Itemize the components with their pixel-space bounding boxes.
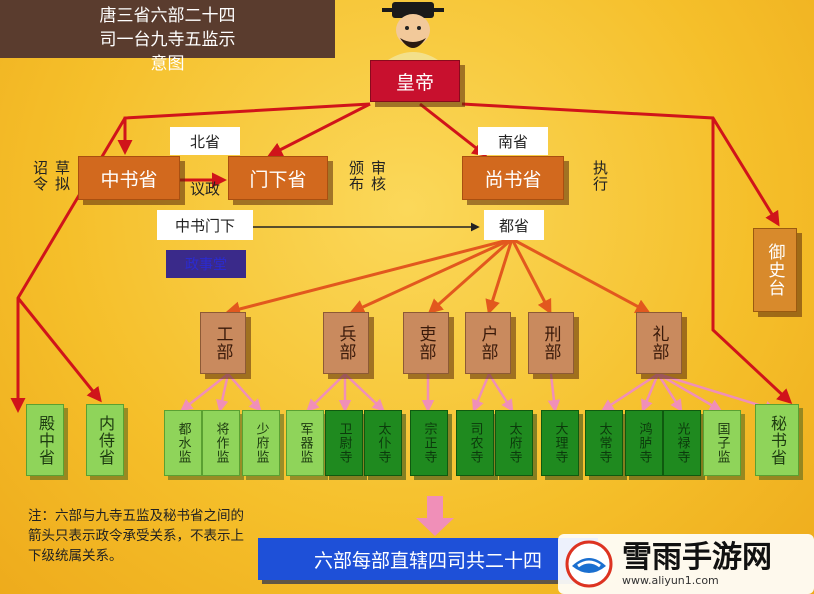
office-label: 大理寺: [552, 422, 568, 464]
office-box: 少府监: [242, 410, 280, 476]
office-label: 司农寺: [467, 422, 483, 464]
zhaoling-text: 诏令: [31, 160, 49, 192]
ministry-box: 礼部: [636, 312, 682, 374]
ministry-box: 户部: [465, 312, 511, 374]
office-box: 太常寺: [585, 410, 623, 476]
dusheng-label: 都省: [498, 216, 529, 235]
office-label: 鸿胪寺: [636, 422, 652, 464]
arrow-to-mishu: [711, 118, 793, 405]
bei-sheng-label: 北省: [170, 127, 240, 155]
office-box: 司农寺: [456, 410, 494, 476]
ministry-label: 礼部: [648, 325, 669, 361]
diagram-title: 唐三省六部二十四司一台九寺五监示意图: [0, 0, 335, 74]
office-box: 鸿胪寺: [625, 410, 663, 476]
bottom-banner: 六部每部直辖四司共二十四: [258, 538, 598, 580]
office-label: 宗正寺: [421, 422, 437, 464]
dusheng-box: 都省: [484, 210, 544, 240]
watermark-name: 雪雨手游网: [622, 539, 772, 575]
office-box: 将作监: [202, 410, 240, 476]
office-label: 太常寺: [596, 422, 612, 464]
arrow-to-neishi: [16, 297, 102, 403]
zhengshitang-label: 政事堂: [185, 257, 227, 273]
watermark-logo-icon: [565, 540, 613, 588]
office-box: 宗正寺: [410, 410, 448, 476]
banbu-text: 颁布: [347, 160, 365, 192]
zhengshitang-box: 政事堂: [166, 250, 246, 278]
emperor-box: 皇帝: [370, 60, 460, 102]
watermark: 雪雨手游网 www.aliyun1.com: [558, 534, 814, 594]
ministry-box: 吏部: [403, 312, 449, 374]
arrow-to-shangshu: [419, 102, 488, 157]
ministry-box: 刑部: [528, 312, 574, 374]
office-label: 光禄寺: [674, 422, 690, 464]
menxia-box: 门下省: [228, 156, 328, 200]
ministry-label: 兵部: [335, 325, 356, 361]
nan-sheng-text: 南省: [497, 132, 528, 151]
office-box: 殿中省: [26, 404, 64, 476]
zhongshu-menxia-label: 中书门下: [174, 216, 235, 235]
office-label: 国子监: [714, 422, 730, 464]
yizheng-text: 议政: [190, 180, 221, 198]
shangshu-box: 尚书省: [462, 156, 564, 200]
office-label: 将作监: [213, 422, 229, 464]
arrow-to-menxia: [267, 102, 371, 157]
office-box: 国子监: [703, 410, 741, 476]
bei-sheng-text: 北省: [189, 132, 220, 151]
office-label: 军器监: [297, 422, 313, 464]
ministry-label: 户部: [477, 325, 498, 361]
yushitai-box: 御史台: [753, 228, 797, 312]
office-box: 军器监: [286, 410, 324, 476]
office-box: 太府寺: [495, 410, 533, 476]
banner-text: 六部每部直辖四司共二十四: [313, 549, 542, 572]
office-box: 光禄寺: [663, 410, 701, 476]
footnote: 注：六部与九寺五监及秘书省之间的箭头只表示政令承受关系，不表示上下级统属关系。: [28, 508, 244, 564]
ministry-box: 工部: [200, 312, 246, 374]
zhongshu-label: 中书省: [100, 168, 158, 191]
zhongshu-box: 中书省: [78, 156, 180, 200]
ministry-box: 兵部: [323, 312, 369, 374]
office-label: 殿中省: [36, 414, 55, 466]
office-box: 秘书省: [755, 404, 799, 476]
menxia-label: 门下省: [249, 168, 307, 191]
caoni-text: 草拟: [53, 160, 71, 192]
office-label: 太仆寺: [375, 422, 391, 464]
office-label: 秘书省: [768, 414, 787, 466]
office-box: 内侍省: [86, 404, 124, 476]
nan-sheng-label: 南省: [478, 127, 548, 155]
emperor-label: 皇帝: [395, 71, 434, 94]
office-label: 都水监: [175, 422, 191, 464]
shangshu-label: 尚书省: [484, 168, 542, 191]
watermark-url: www.aliyun1.com: [622, 573, 719, 587]
ministry-label: 刑部: [540, 325, 561, 361]
ministry-label: 吏部: [415, 325, 436, 361]
arrow-to-zhongshu: [117, 102, 371, 155]
office-box: 卫尉寺: [325, 410, 363, 476]
office-box: 大理寺: [541, 410, 579, 476]
office-label: 太府寺: [506, 422, 522, 464]
office-box: 都水监: [164, 410, 202, 476]
shenhe-text: 审核: [369, 160, 387, 192]
zhongshu-menxia-box: 中书门下: [157, 210, 253, 240]
office-label: 卫尉寺: [336, 422, 352, 464]
yushitai-label: 御史台: [764, 243, 785, 297]
down-arrow-head: [416, 518, 454, 536]
office-label: 内侍省: [96, 414, 115, 466]
ministry-label: 工部: [212, 325, 233, 361]
emperor-portrait-icon: [382, 2, 444, 60]
zhixing-text: 执行: [591, 160, 609, 192]
title-text: 唐三省六部二十四司一台九寺五监示意图: [99, 6, 236, 74]
office-label: 少府监: [253, 422, 269, 464]
office-box: 太仆寺: [364, 410, 402, 476]
